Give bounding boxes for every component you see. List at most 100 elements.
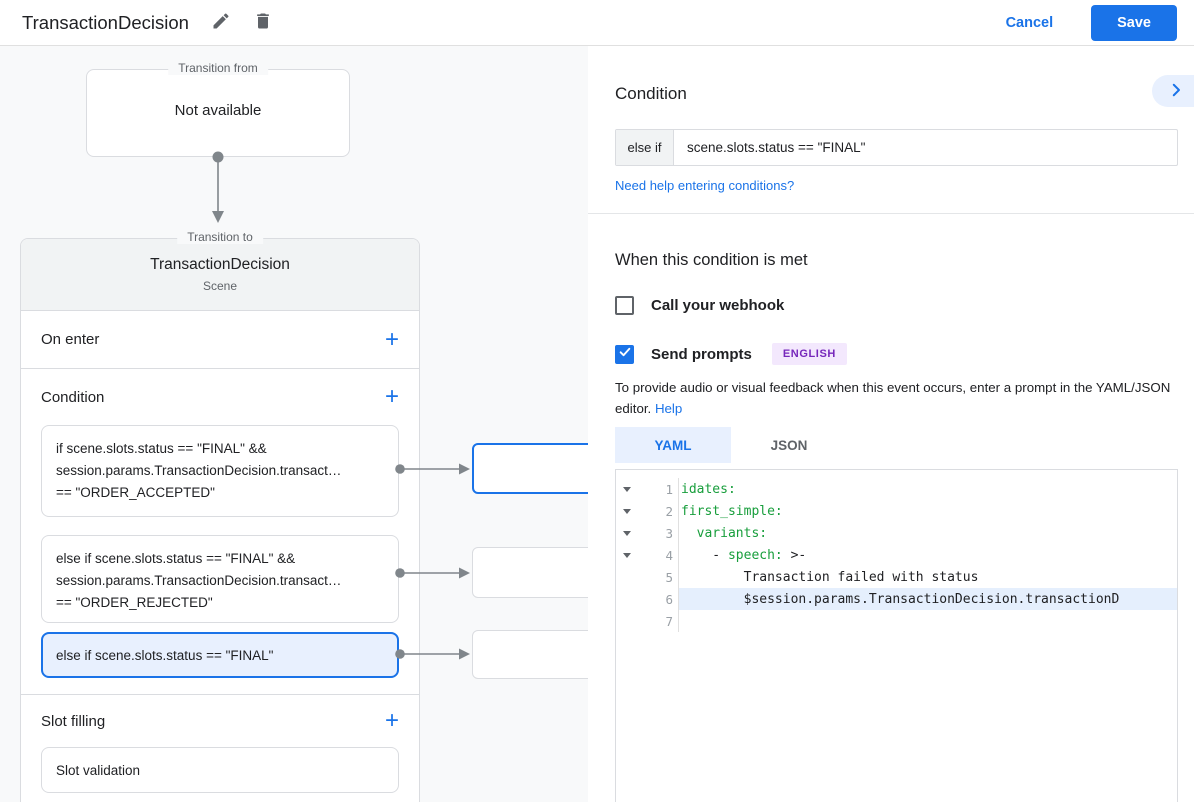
line-number: 1: [665, 481, 673, 497]
condition-card-line: session.params.TransactionDecision.trans…: [56, 463, 342, 478]
transition-from-label: Transition from: [168, 61, 268, 75]
send-prompts-label: Send prompts: [651, 345, 752, 363]
prompt-description: To provide audio or visual feedback when…: [615, 378, 1178, 419]
condition-card-line: if scene.slots.status == "FINAL" &&: [56, 441, 267, 456]
code-line: 3 variants:: [616, 522, 1177, 545]
on-enter-label: On enter: [41, 331, 100, 348]
line-number: 6: [665, 591, 673, 607]
send-prompts-row: Send prompts ENGLISH: [615, 343, 1178, 365]
gutter: 1: [616, 478, 679, 501]
top-bar: TransactionDecision Cancel Save: [0, 0, 1194, 46]
condition-prefix: else if: [616, 130, 674, 165]
editor-padding: [616, 470, 1177, 478]
call-webhook-checkbox[interactable]: [615, 296, 634, 315]
gutter: 3: [616, 522, 679, 545]
code-text: variants:: [696, 525, 768, 541]
gutter: 5: [616, 566, 679, 589]
panel-title: Condition: [615, 84, 687, 103]
add-condition-button[interactable]: +: [384, 383, 399, 410]
transition-target-box-3[interactable]: [472, 630, 588, 679]
editor-tabs: YAML JSON: [615, 427, 1178, 464]
condition-card-final-selected[interactable]: else if scene.slots.status == "FINAL": [41, 632, 399, 678]
transition-from-value: Not available: [174, 101, 262, 119]
panel-divider: [588, 213, 1194, 214]
gutter: 4: [616, 544, 679, 567]
prompt-help-link[interactable]: Help: [654, 400, 683, 416]
fold-icon[interactable]: [616, 486, 638, 492]
yaml-code-editor[interactable]: 1 idates: 2 first_simple: 3 variants:: [615, 469, 1178, 802]
gutter: 7: [616, 610, 679, 633]
code-text: [679, 610, 1177, 632]
condition-card-line: == "ORDER_REJECTED": [56, 595, 213, 610]
language-badge: ENGLISH: [771, 343, 847, 365]
condition-card-line: session.params.TransactionDecision.trans…: [56, 573, 342, 588]
transition-target-box-1[interactable]: [472, 443, 588, 494]
code-line: 7: [616, 610, 1177, 633]
transition-to-label: Transition to: [177, 230, 263, 244]
condition-detail-panel: Condition else if scene.slots.status == …: [588, 46, 1194, 802]
check-icon: [618, 345, 632, 364]
line-number: 5: [665, 569, 673, 585]
collapse-panel-button[interactable]: [1152, 75, 1194, 107]
prompt-description-text: To provide audio or visual feedback when…: [615, 380, 1171, 416]
scene-header: TransactionDecision Scene: [21, 239, 419, 311]
condition-card-line: else if scene.slots.status == "FINAL": [56, 648, 274, 663]
line-number: 3: [665, 525, 673, 541]
fold-icon[interactable]: [616, 530, 638, 536]
scene-title: TransactionDecision: [150, 256, 290, 273]
slot-filling-label: Slot filling: [41, 712, 106, 730]
send-prompts-checkbox[interactable]: [615, 344, 634, 364]
scene-subtitle: Scene: [202, 279, 238, 293]
condition-card-order-rejected[interactable]: else if scene.slots.status == "FINAL" &&…: [41, 535, 399, 623]
transition-target-box-2[interactable]: [472, 547, 588, 598]
webhook-row: Call your webhook: [615, 296, 1178, 315]
condition-label: Condition: [41, 388, 105, 406]
code-text: $session.params.TransactionDecision.tran…: [679, 588, 1177, 611]
when-condition-met-heading: When this condition is met: [615, 251, 808, 269]
code-line-highlighted: 6 $session.params.TransactionDecision.tr…: [616, 588, 1177, 611]
cancel-button[interactable]: Cancel: [1005, 14, 1054, 31]
add-on-enter-button[interactable]: +: [384, 325, 399, 353]
fold-icon[interactable]: [616, 552, 638, 558]
tab-json[interactable]: JSON: [731, 427, 847, 464]
slot-validation-label: Slot validation: [56, 762, 141, 778]
call-webhook-label: Call your webhook: [651, 297, 785, 314]
conditions-help-link[interactable]: Need help entering conditions?: [615, 178, 795, 193]
pencil-icon: [211, 11, 231, 34]
condition-expression-input[interactable]: scene.slots.status == "FINAL": [687, 140, 866, 155]
code-line: 1 idates:: [616, 478, 1177, 501]
chevron-right-icon: [1167, 81, 1185, 102]
tab-yaml[interactable]: YAML: [615, 427, 731, 464]
condition-card-line: == "ORDER_ACCEPTED": [56, 485, 215, 500]
on-enter-section: On enter +: [21, 311, 419, 369]
code-line: 2 first_simple:: [616, 500, 1177, 523]
code-line: 4 - speech: >-: [616, 544, 1177, 567]
gutter: 6: [616, 588, 679, 611]
delete-scene-button[interactable]: [249, 7, 277, 38]
code-text: idates:: [681, 481, 736, 497]
line-number: 7: [665, 613, 673, 629]
line-number: 2: [665, 503, 673, 519]
trash-icon: [253, 11, 273, 34]
code-text: - speech: >-: [681, 547, 807, 563]
line-number: 4: [665, 547, 673, 563]
section-divider: [21, 694, 419, 695]
transition-from-node: Transition from Not available: [86, 61, 350, 157]
condition-section-header: Condition +: [21, 369, 419, 425]
code-text: first_simple:: [681, 503, 783, 519]
condition-card-line: else if scene.slots.status == "FINAL" &&: [56, 551, 296, 566]
condition-expression-row: else if scene.slots.status == "FINAL": [615, 129, 1178, 166]
code-text: Transaction failed with status: [681, 569, 979, 585]
transition-to-node: Transition to TransactionDecision Scene …: [20, 230, 420, 802]
code-line: 5 Transaction failed with status: [616, 566, 1177, 589]
slot-filling-section-header: Slot filling +: [21, 695, 419, 747]
save-button[interactable]: Save: [1091, 4, 1177, 41]
page-title: TransactionDecision: [22, 11, 189, 33]
add-slot-button[interactable]: +: [384, 707, 399, 734]
slot-validation-card[interactable]: Slot validation: [41, 747, 399, 793]
gutter: 2: [616, 500, 679, 523]
fold-icon[interactable]: [616, 508, 638, 514]
condition-card-order-accepted[interactable]: if scene.slots.status == "FINAL" && sess…: [41, 425, 399, 517]
edit-scene-button[interactable]: [207, 7, 235, 38]
scene-diagram-canvas: Transition from Not available Transition…: [0, 46, 588, 802]
